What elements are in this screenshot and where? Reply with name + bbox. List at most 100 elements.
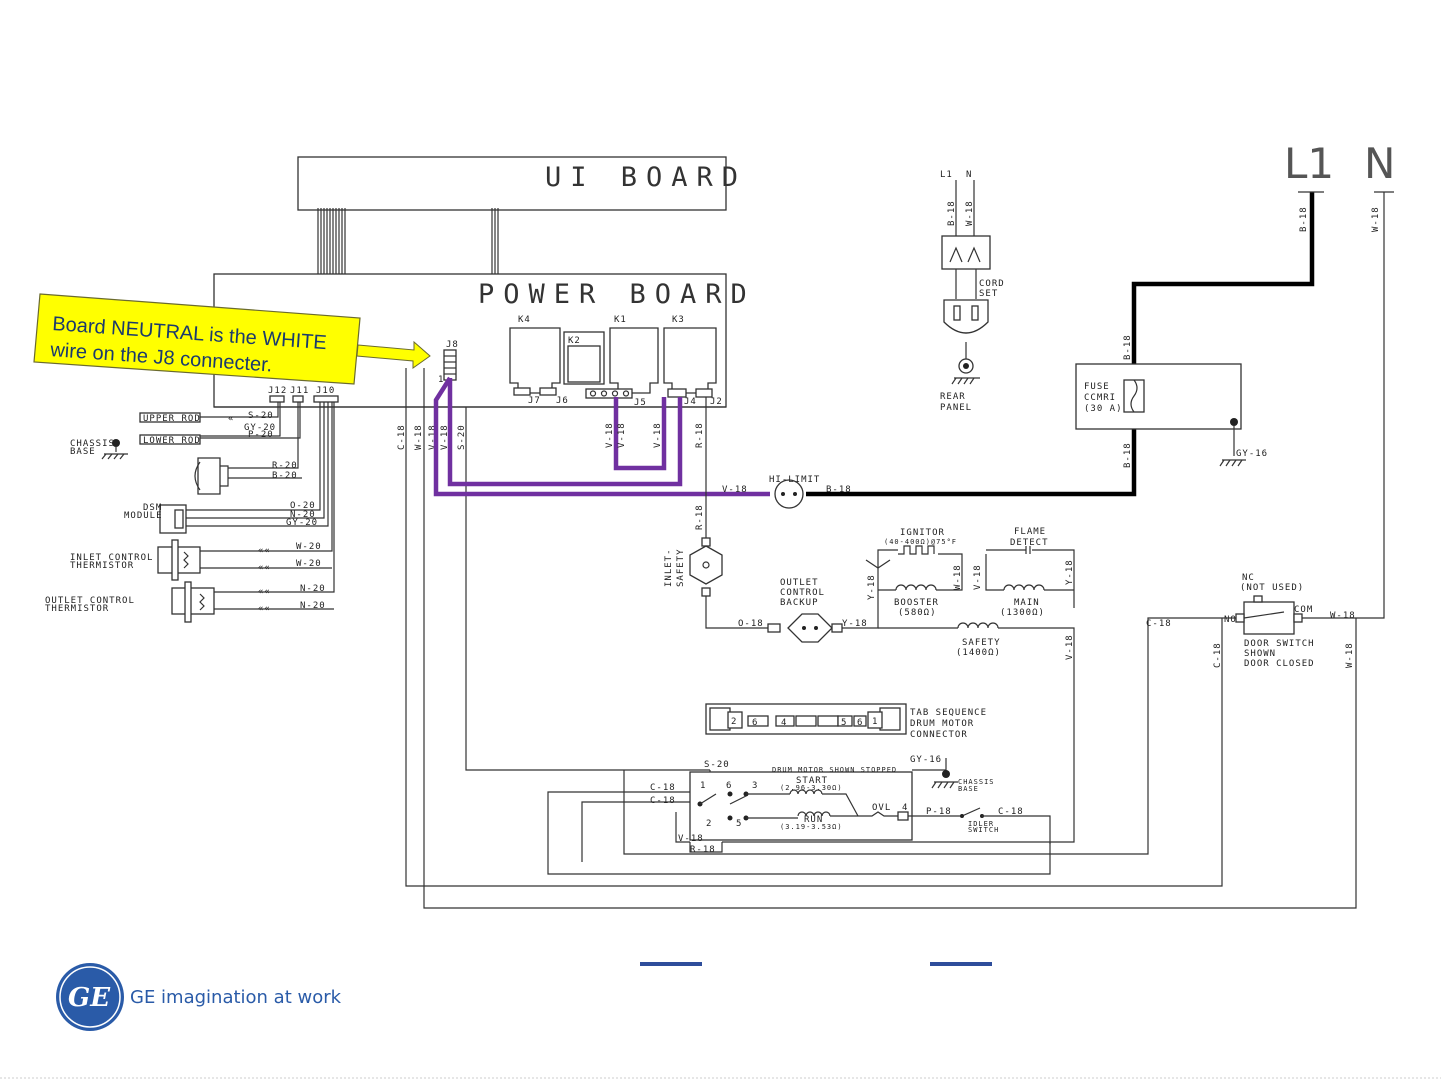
inlet-thermistor: INLET CONTROL THERMISTOR «« «« W-20 W-20	[70, 402, 333, 581]
svg-text:J4: J4	[684, 397, 697, 407]
svg-text:5: 5	[736, 819, 742, 829]
svg-text:J6: J6	[556, 396, 569, 406]
svg-text:6: 6	[752, 718, 758, 728]
svg-text:DRUM MOTOR: DRUM MOTOR	[910, 719, 974, 729]
svg-text:S-20: S-20	[248, 411, 274, 421]
relay-k2: K2	[563, 331, 605, 385]
connector-j8: J8 1	[438, 340, 459, 385]
footer-bar-right	[930, 962, 992, 966]
svg-text:IDLER: IDLER	[968, 820, 994, 828]
svg-text:OUTLET: OUTLET	[780, 578, 819, 588]
svg-text:CHASSIS: CHASSIS	[958, 778, 995, 786]
svg-text:6: 6	[726, 781, 732, 791]
svg-text:««: ««	[258, 563, 271, 573]
ui-board	[297, 156, 727, 211]
svg-text:CONTROL: CONTROL	[780, 588, 825, 598]
svg-text:4: 4	[902, 803, 908, 813]
svg-text:Y-18: Y-18	[842, 619, 868, 629]
svg-text:DETECT: DETECT	[1010, 538, 1049, 548]
svg-text:2: 2	[731, 717, 737, 727]
svg-text:5: 5	[841, 718, 847, 728]
svg-text:SAFETY: SAFETY	[676, 548, 686, 587]
svg-text:W-18: W-18	[414, 424, 424, 450]
svg-text:C-18: C-18	[1146, 619, 1172, 629]
svg-text:TAB SEQUENCE: TAB SEQUENCE	[910, 708, 987, 718]
svg-text:BACKUP: BACKUP	[780, 598, 819, 608]
svg-text:P-20: P-20	[248, 430, 274, 440]
svg-text:««: ««	[258, 546, 271, 556]
svg-text:K3: K3	[672, 315, 685, 325]
svg-text:CHASSIS: CHASSIS	[70, 439, 115, 449]
svg-text:J2: J2	[710, 397, 723, 407]
svg-text:P-18: P-18	[926, 807, 952, 817]
svg-text:INLET-: INLET-	[664, 548, 674, 587]
svg-text:R-18: R-18	[695, 422, 705, 448]
svg-text:N: N	[966, 170, 972, 180]
svg-text:1: 1	[438, 375, 444, 385]
svg-text:V-18: V-18	[678, 834, 704, 844]
svg-text:K4: K4	[518, 315, 531, 325]
connector-j5: J5	[585, 388, 646, 408]
svg-text:V-18: V-18	[722, 485, 748, 495]
l1-label: L1	[1284, 139, 1334, 188]
svg-text:BOOSTER: BOOSTER	[894, 598, 939, 608]
motor-sensor: R-20 B-20	[194, 402, 302, 495]
svg-text:(1300Ω): (1300Ω)	[1000, 608, 1045, 618]
svg-text:(3.19-3.53Ω): (3.19-3.53Ω)	[780, 823, 843, 831]
connector-j12: J12	[268, 386, 286, 403]
svg-text:N-20: N-20	[290, 510, 316, 520]
hi-limit: HI-LIMIT V-18 B-18	[722, 475, 852, 509]
svg-text:W-18: W-18	[1330, 611, 1356, 621]
svg-text:(1400Ω): (1400Ω)	[956, 648, 1001, 658]
relay-k1: K1	[609, 315, 659, 394]
svg-text:J7: J7	[528, 396, 541, 406]
svg-text:DRUM MOTOR SHOWN STOPPED: DRUM MOTOR SHOWN STOPPED	[772, 766, 897, 774]
main-coil: MAIN (1300Ω)	[985, 572, 1074, 618]
svg-text:4: 4	[781, 718, 787, 728]
svg-text:N-20: N-20	[300, 584, 326, 594]
left-vertical-wires: C-18 W-18 V-18 V-18 S-20	[397, 368, 1357, 909]
svg-text:O-20: O-20	[290, 501, 316, 511]
svg-text:R-18: R-18	[690, 845, 716, 855]
svg-text:R-18: R-18	[695, 504, 705, 530]
door-switch: NC (NOT USED) NO COM DOOR SWITCH SHOWN D…	[623, 573, 1356, 855]
svg-text:C-18: C-18	[650, 796, 676, 806]
connector-j7: J7	[513, 387, 541, 406]
svg-text:R-20: R-20	[272, 461, 298, 471]
inlet-safety: INLET- SAFETY O-18	[664, 537, 768, 629]
svg-text:FLAME: FLAME	[1014, 527, 1046, 537]
booster-coil: BOOSTER (580Ω)	[878, 568, 963, 618]
svg-text:SAFETY: SAFETY	[962, 638, 1001, 648]
ignitor-assembly: IGNITOR (40-400Ω)@75°F Y-18 W-18 V-18	[865, 528, 983, 600]
svg-text:UPPER ROD: UPPER ROD	[143, 414, 201, 424]
svg-text:1: 1	[700, 781, 706, 791]
svg-text:J8: J8	[446, 340, 459, 350]
svg-text:W-20: W-20	[296, 559, 322, 569]
svg-text:(2.96-3.30Ω): (2.96-3.30Ω)	[780, 784, 843, 792]
callout-arrow	[356, 340, 431, 369]
svg-text:B-18: B-18	[826, 485, 852, 495]
svg-text:LOWER ROD: LOWER ROD	[143, 436, 201, 446]
svg-text:J11: J11	[290, 386, 309, 396]
svg-text:V-18: V-18	[973, 564, 983, 590]
neutral-callout: Board NEUTRAL is the WHITE wire on the J…	[33, 293, 431, 385]
ribbon-cable-left	[317, 208, 346, 280]
svg-text:INLET CONTROL: INLET CONTROL	[70, 553, 153, 563]
svg-text:O-18: O-18	[738, 619, 764, 629]
svg-text:Y-18: Y-18	[867, 574, 877, 600]
svg-text:REAR: REAR	[940, 392, 966, 402]
svg-text:NC: NC	[1242, 573, 1255, 583]
svg-text:(40-400Ω)@75°F: (40-400Ω)@75°F	[884, 538, 957, 546]
connector-j6: J6	[539, 387, 569, 406]
svg-text:SWITCH: SWITCH	[968, 826, 999, 834]
svg-text:V-18: V-18	[653, 422, 663, 448]
ge-logo-mark: GE	[68, 983, 111, 1013]
svg-text:V-18: V-18	[605, 422, 615, 448]
ui-board-label: UI BOARD	[545, 162, 747, 193]
lower-rod: LOWER ROD GY-20 P-20	[139, 402, 301, 446]
svg-text:GY-16: GY-16	[1236, 449, 1268, 459]
connector-j2: J2	[695, 388, 723, 407]
outlet-control-backup: OUTLET CONTROL BACKUP Y-18	[767, 568, 879, 643]
ge-logo: GE	[56, 963, 124, 1031]
svg-text:GY-16: GY-16	[910, 755, 942, 765]
